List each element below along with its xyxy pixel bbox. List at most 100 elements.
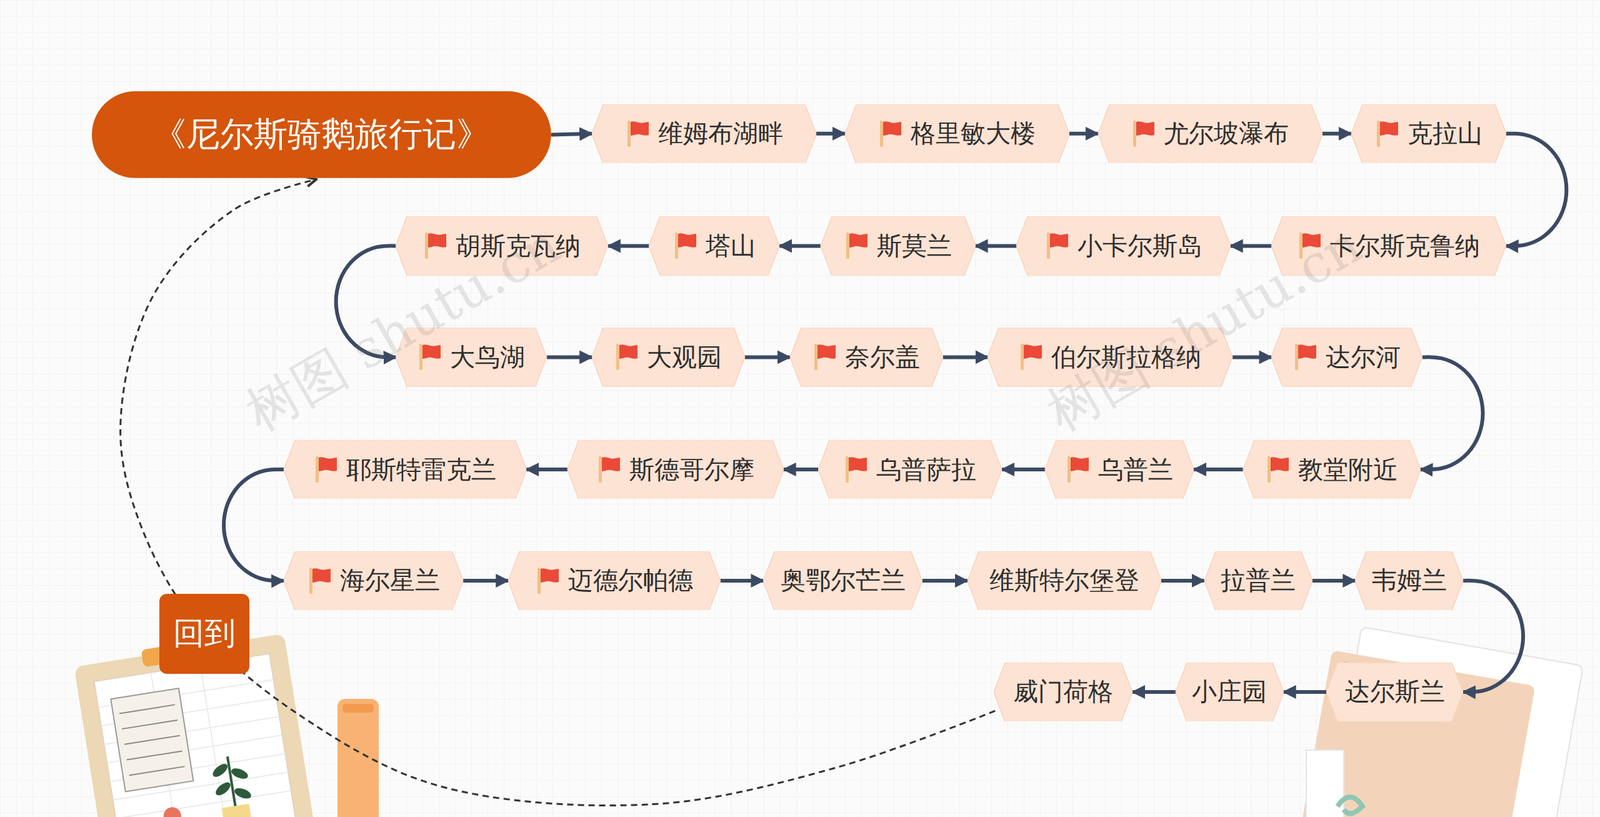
flow-arrow (1232, 355, 1272, 359)
place-box: 乌普萨拉 (818, 440, 1002, 500)
flag-icon (313, 455, 339, 484)
flow-arrow (463, 578, 509, 583)
place-box: 奥鄂尔芒兰 (763, 551, 923, 611)
flow-arrow (922, 578, 968, 583)
place-name: 教堂附近 (1298, 452, 1399, 487)
place-box: 迈德尔帕德 (508, 551, 721, 611)
place-name: 小庄园 (1191, 674, 1267, 709)
place-name: 迈德尔帕德 (568, 563, 694, 598)
flag-icon (844, 231, 870, 260)
flow-arrow (223, 469, 284, 581)
flag-icon (1293, 342, 1319, 372)
place-name: 小卡尔斯岛 (1077, 228, 1203, 264)
place-box: 达尔河 (1271, 327, 1423, 387)
flow-arrow (1001, 467, 1045, 472)
place-name: 乌普萨拉 (876, 452, 977, 487)
place-name: 达尔斯兰 (1345, 674, 1445, 709)
place-name: 伯尔斯拉格纳 (1051, 340, 1202, 375)
flow-arrow (783, 467, 819, 472)
flow-arrow (779, 243, 820, 248)
flag-icon (625, 119, 651, 149)
place-box: 韦姆兰 (1355, 551, 1464, 611)
place-box: 维姆布湖畔 (591, 104, 817, 164)
flag-icon (812, 342, 838, 372)
flag-icon (417, 342, 443, 372)
flow-arrow (1132, 690, 1176, 694)
flag-icon (596, 455, 622, 484)
place-name: 斯德哥尔摩 (629, 452, 755, 487)
place-box: 斯德哥尔摩 (567, 440, 784, 500)
place-box: 大鸟湖 (395, 327, 547, 387)
place-name: 克拉山 (1407, 116, 1483, 151)
flag-icon (1045, 231, 1070, 260)
place-box: 胡斯克瓦纳 (395, 216, 609, 276)
flow-arrow (526, 467, 567, 472)
place-box: 海尔星兰 (283, 551, 464, 611)
place-box: 达尔斯兰 (1326, 662, 1464, 722)
flow-arrow (551, 133, 592, 135)
flow-arrow (1420, 356, 1484, 470)
place-name: 韦姆兰 (1371, 563, 1447, 598)
place-box: 威门荷格 (993, 662, 1133, 722)
place-name: 尤尔坡瀑布 (1163, 116, 1289, 151)
place-name: 奥鄂尔芒兰 (780, 563, 906, 598)
flag-icon (307, 566, 333, 595)
flag-icon (1065, 455, 1091, 484)
flow-arrow (745, 355, 790, 359)
flag-icon (614, 342, 640, 372)
flow-arrow (975, 243, 1017, 248)
flag-icon (1131, 119, 1157, 149)
flow-arrow (336, 245, 397, 357)
flag-icon (843, 455, 869, 484)
flow-arrow (1069, 131, 1099, 136)
place-name: 乌普兰 (1098, 452, 1174, 487)
place-box: 尤尔坡瀑布 (1098, 104, 1323, 164)
place-box: 乌普兰 (1045, 440, 1194, 500)
flow-arrow (1463, 580, 1524, 692)
place-name: 大观园 (646, 340, 722, 375)
paper-illustration (1296, 622, 1584, 817)
flow-arrow (1322, 131, 1352, 136)
place-box: 小庄园 (1175, 662, 1284, 722)
flow-arrow (1283, 690, 1327, 694)
flag-icon (1297, 231, 1323, 260)
place-box: 小卡尔斯岛 (1016, 216, 1231, 276)
place-box: 大观园 (591, 327, 745, 387)
flow-arrow (943, 355, 989, 359)
title-box: 《尼尔斯骑鹅旅行记》 (91, 91, 552, 179)
place-name: 拉普兰 (1220, 563, 1296, 598)
place-box: 塔山 (648, 216, 780, 276)
flag-icon (878, 119, 904, 149)
place-name: 大鸟湖 (450, 340, 525, 375)
place-box: 克拉山 (1351, 104, 1507, 164)
place-name: 威门荷格 (1013, 674, 1114, 709)
place-name: 耶斯特雷克兰 (346, 452, 497, 487)
place-name: 塔山 (705, 228, 756, 264)
flow-arrow (1312, 578, 1356, 583)
flag-icon (1265, 455, 1291, 484)
place-name: 格里敏大楼 (910, 116, 1036, 151)
place-box: 斯莫兰 (820, 216, 976, 276)
place-name: 海尔星兰 (340, 563, 440, 598)
place-box: 拉普兰 (1204, 551, 1313, 611)
flag-icon (535, 566, 561, 595)
edge-label: 回到 (159, 593, 250, 674)
connectors (120, 133, 1567, 806)
flag-icon (423, 231, 449, 260)
place-name: 胡斯克瓦纳 (455, 228, 581, 264)
flag-icon (1375, 119, 1400, 149)
place-name: 维斯特尔堡登 (989, 563, 1140, 598)
place-box: 伯尔斯拉格纳 (987, 327, 1233, 387)
flag-icon (1018, 342, 1044, 372)
flow-arrow (720, 578, 764, 583)
place-name: 斯莫兰 (876, 228, 952, 264)
place-name: 达尔河 (1325, 340, 1401, 375)
place-box: 奈尔盖 (790, 327, 944, 387)
place-box: 教堂附近 (1243, 440, 1421, 500)
place-name: 卡尔斯克鲁纳 (1330, 228, 1480, 264)
place-box: 格里敏大楼 (845, 104, 1070, 164)
flow-arrow (1161, 578, 1205, 583)
title-text: 《尼尔斯骑鹅旅行记》 (152, 111, 490, 158)
place-name: 维姆布湖畔 (658, 116, 784, 151)
